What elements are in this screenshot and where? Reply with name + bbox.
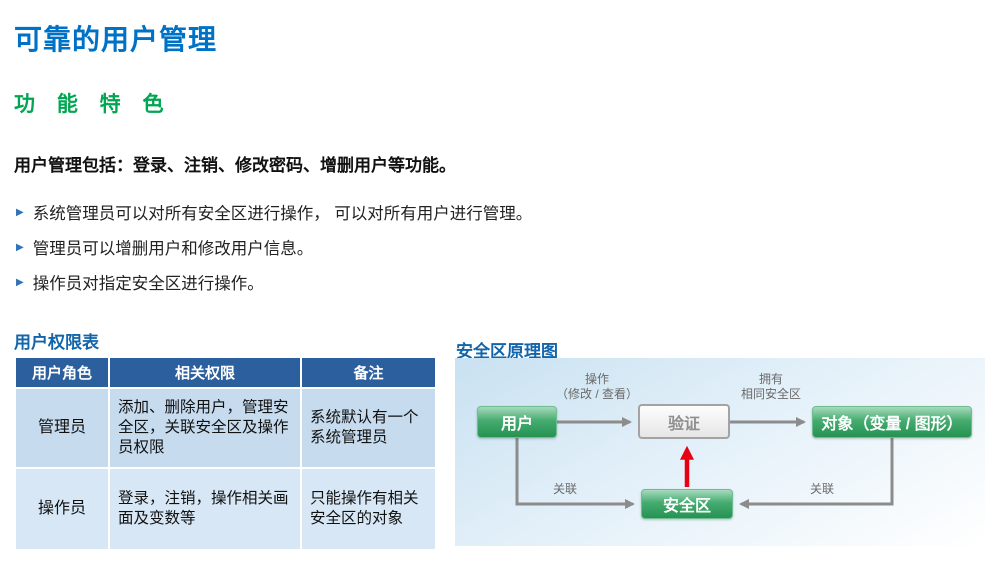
permission-table: 用户角色 相关权限 备注 管理员 添加、删除用户，管理安全区，关联安全区及操作员… — [14, 356, 437, 551]
column-header-note: 备注 — [300, 356, 437, 389]
bullet-item: ▶ 管理员可以增删用户和修改用户信息。 — [16, 235, 532, 259]
node-object: 对象（变量 / 图形） — [812, 406, 972, 438]
table-row-operator: 操作员 登录，注销，操作相关画面及变数等 只能操作有相关安全区的对象 — [14, 467, 437, 551]
table-header-row: 用户角色 相关权限 备注 — [14, 356, 437, 389]
section-heading-features: 功 能 特 色 — [14, 93, 172, 116]
label-associate-right: 关联 — [809, 482, 834, 496]
triangle-bullet-icon: ▶ — [16, 276, 24, 288]
label-operate-line2: （修改 / 查看） — [555, 387, 638, 401]
label-own-line2: 相同安全区 — [740, 387, 801, 401]
label-operate-line1: 操作 — [584, 372, 609, 386]
label-own-line1: 拥有 — [758, 372, 783, 386]
bullet-text: 系统管理员可以对所有安全区进行操作， 可以对所有用户进行管理。 — [32, 205, 533, 223]
bullet-item: ▶ 操作员对指定安全区进行操作。 — [16, 270, 532, 294]
node-user: 用户 — [477, 406, 557, 438]
security-zone-diagram: 用户 验证 对象（变量 / 图形） 安全区 操作 （修改 / 查看） 拥有 相同… — [455, 358, 985, 546]
triangle-bullet-icon: ▶ — [16, 206, 24, 218]
cell-permissions: 登录，注销，操作相关画面及变数等 — [108, 467, 302, 551]
intro-text: 用户管理包括：登录、注销、修改密码、增删用户等功能。 — [14, 156, 456, 175]
permission-table-heading: 用户权限表 — [14, 333, 99, 352]
column-header-permissions: 相关权限 — [108, 356, 302, 389]
arrow-user-to-zone — [515, 438, 635, 509]
triangle-bullet-icon: ▶ — [16, 241, 24, 253]
label-operate: 操作 （修改 / 查看） — [547, 372, 647, 402]
bullet-item: ▶ 系统管理员可以对所有安全区进行操作， 可以对所有用户进行管理。 — [16, 200, 532, 224]
node-security-zone: 安全区 — [641, 489, 733, 519]
label-own: 拥有 相同安全区 — [721, 372, 821, 402]
diagram-arrows — [515, 417, 894, 509]
cell-permissions: 添加、删除用户，管理安全区，关联安全区及操作员权限 — [108, 387, 302, 469]
diagram-heading: 安全区原理图 — [456, 342, 558, 361]
bullet-text: 管理员可以增删用户和修改用户信息。 — [32, 240, 314, 258]
bullet-list: ▶ 系统管理员可以对所有安全区进行操作， 可以对所有用户进行管理。 ▶ 管理员可… — [16, 200, 532, 305]
node-verify: 验证 — [638, 404, 730, 439]
cell-role: 管理员 — [14, 387, 110, 469]
cell-note: 系统默认有一个系统管理员 — [300, 387, 437, 469]
arrow-object-to-zone — [739, 438, 894, 509]
cell-role: 操作员 — [14, 467, 110, 551]
table-row-admin: 管理员 添加、删除用户，管理安全区，关联安全区及操作员权限 系统默认有一个系统管… — [14, 387, 437, 469]
column-header-role: 用户角色 — [14, 356, 110, 389]
bullet-text: 操作员对指定安全区进行操作。 — [32, 275, 264, 293]
page-title: 可靠的用户管理 — [14, 24, 218, 55]
label-associate-left: 关联 — [552, 482, 577, 496]
cell-note: 只能操作有相关安全区的对象 — [300, 467, 437, 551]
